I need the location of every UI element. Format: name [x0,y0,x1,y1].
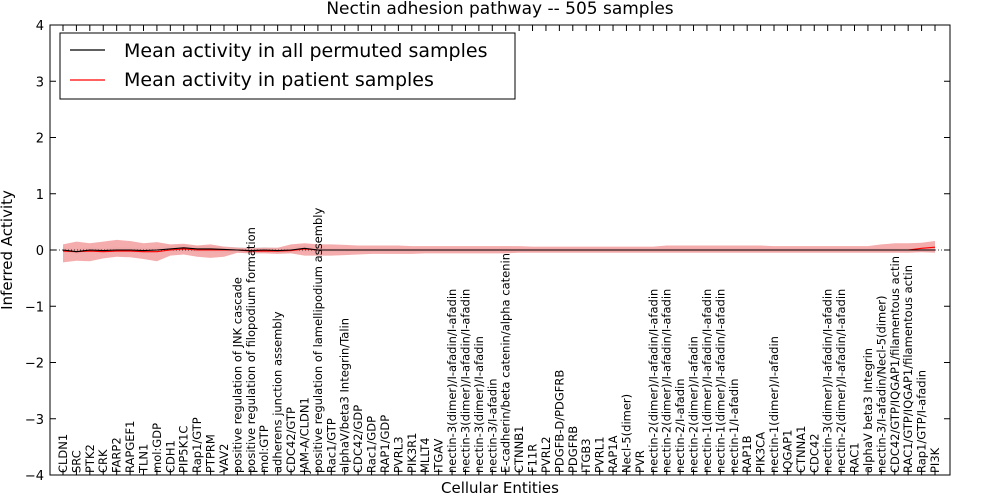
category-label: CDC42/GTP [284,407,298,473]
category-label: RAPGEF1 [123,421,137,473]
category-label: nectin-3(dimer)/I-afadin [472,336,486,473]
category-label: IQGAP1 [780,430,794,473]
category-label: Rac1/GDP [365,416,379,473]
y-tick-label: 3 [36,75,44,90]
legend-label-permuted: Mean activity in all permuted samples [124,40,487,62]
category-label: E-cadherin/beta catenin/alpha catenin [499,253,513,473]
category-label: CDC42/GDP [351,405,365,473]
category-label: nectin-2(dimer)/I-afadin/I-afadin [834,289,848,473]
category-label: alphaV/beta3 Integrin/Talin [338,318,352,473]
category-label: nectin-2(dimer)/I-afadin/I-afadin [660,289,674,473]
category-label: positive regulation of JNK cascade [230,277,244,473]
category-label: SRC [69,450,83,473]
category-label: nectin-3(dimer)/I-afadin/I-afadin [459,289,473,473]
category-label: PTK2 [83,444,97,473]
category-label: ITGAV [432,439,446,473]
category-label: CLDN1 [56,434,70,473]
category-label: PDGFRB [566,426,580,473]
category-label: RAC1 [848,442,862,473]
series-line-0 [62,247,935,253]
category-label: PVRL1 [593,436,607,473]
y-tick-label: −2 [25,357,44,372]
category-label: ITGB3 [579,438,593,473]
category-label: FARP2 [110,437,124,473]
category-label: RAP1B [740,435,754,473]
category-label: Rac1/GTP [324,418,338,473]
category-label: PI3K [928,447,942,473]
category-label: nectin-2(dimer)/I-afadin/I-afadin [646,289,660,473]
category-label: MLLT4 [418,438,432,474]
category-label: PVRL2 [539,436,553,473]
y-tick-label: 0 [36,244,44,259]
category-label: positive regulation of filopodium format… [244,227,258,473]
y-tick-label: −3 [25,413,44,428]
y-axis-title: Inferred Activity [0,190,16,310]
legend-box [59,32,516,100]
category-label: PVRL3 [391,436,405,473]
category-label: mol:GTP [257,425,271,473]
category-label: alphaV beta3 Integrin [861,348,875,473]
y-tick-label: 4 [36,19,44,34]
category-label: positive regulation of lamellipodium ass… [311,208,325,473]
category-label: CTNNA1 [794,426,808,473]
legend: Mean activity in all permuted samples Me… [59,32,516,100]
category-label: PIP5K1C [177,426,191,473]
category-label: nectin-2(dimer)/I-afadin [687,336,701,473]
y-tick-label: −1 [25,300,44,315]
category-label: nectin-3(dimer)/I-afadin/I-afadin [445,289,459,473]
category-label: JAM-A/CLDN1 [298,397,312,474]
category-label: nectin-1(dimer)/I-afadin [767,336,781,473]
y-tick-label: 1 [36,188,44,203]
category-label: VAV2 [217,444,231,473]
category-label: PIK3CA [754,432,768,473]
category-label: CRK [96,449,110,473]
category-label: RAP1A [606,435,620,473]
category-label: PDGFB-D/PDGFRB [552,370,566,473]
x-axis-ticks [62,25,936,475]
category-label: adherens junction assembly [271,311,285,473]
confidence-bands [63,239,935,263]
category-label: F11R [526,444,540,473]
y-axis-ticks: −4 −3 −2 −1 0 1 2 3 4 [25,19,950,484]
category-label: TLN1 [137,444,151,474]
legend-label-patient: Mean activity in patient samples [124,69,434,91]
category-label: nectin-2/I-afadin [673,379,687,474]
category-label: CDC42/GTP/IQGAP1/filamentous actin [888,256,902,473]
category-label: nectin-3/I-afadin/Necl-5(dimer) [874,296,888,474]
y-tick-label: 2 [36,132,44,147]
category-label: nectin-3(dimer)/I-afadin/I-afadin [821,289,835,473]
chart-title: Nectin adhesion pathway -- 505 samples [326,0,673,19]
category-label: Rap1/GTP [190,417,204,473]
category-label: nectin-1(dimer)/I-afadin/I-afadin [713,289,727,473]
y-tick-label: −4 [25,469,44,484]
series-band-1 [63,239,935,263]
category-label: Rap1/GTP/I-afadin [915,370,929,473]
x-axis-title: Cellular Entities [441,479,559,497]
category-label: RAC1/GTP/IQGAP1/filamentous actin [901,265,915,473]
category-label: CTNNB1 [512,426,526,473]
category-label: mol:GDP [150,423,164,473]
category-label: RAP1/GDP [378,415,392,473]
category-label: Necl-5(dimer) [619,394,633,473]
category-label: PIK3R1 [405,433,419,474]
category-label: CDC42 [807,433,821,473]
category-label: CDH1 [163,440,177,473]
category-label: nectin-1/I-afadin [727,379,741,474]
category-label: nectin-3/I-afadin [485,379,499,474]
category-label: PVR [633,450,647,473]
category-label: PTPRM [204,434,218,473]
category-label: nectin-1(dimer)/I-afadin/I-afadin [700,289,714,473]
series-lines [50,246,950,253]
